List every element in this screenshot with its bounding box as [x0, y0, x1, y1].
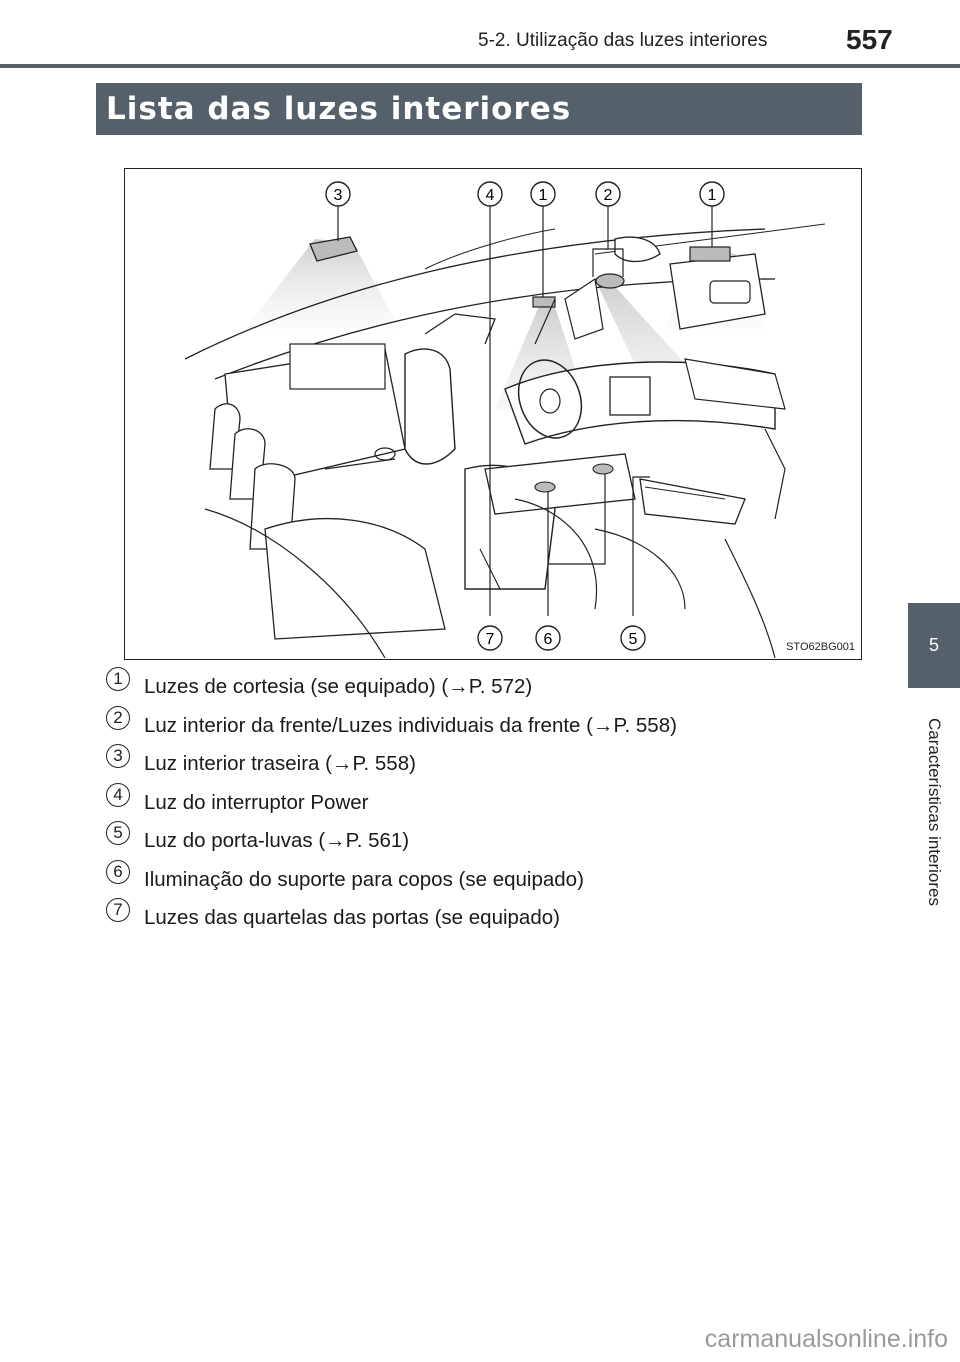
- item-text: Luzes de cortesia (se equipado) (→P. 572…: [144, 675, 533, 699]
- chapter-tab: 5: [908, 603, 960, 688]
- car-interior-drawing: 3 4 1 2 1 7 6 5: [184, 181, 826, 658]
- item-number: 6: [106, 859, 130, 884]
- item-number: 7: [106, 898, 130, 923]
- item-number: 2: [106, 705, 130, 730]
- chapter-title: Características interiores: [925, 717, 944, 907]
- list-item: 6 Iluminação do suporte para copos (se e…: [106, 859, 886, 900]
- callout-3: 3: [325, 181, 351, 207]
- courtesy-light-right: [689, 246, 731, 262]
- svg-text:7: 7: [486, 631, 495, 648]
- svg-text:4: 4: [486, 187, 495, 204]
- list-item: 7 Luzes das quartelas das portas (se equ…: [106, 898, 886, 938]
- callout-1-left: 1: [530, 181, 556, 207]
- svg-text:1: 1: [708, 187, 717, 204]
- list-item: 2 Luz interior da frente/Luzes individua…: [106, 705, 886, 746]
- front-interior-light: [595, 273, 625, 289]
- item-text: Luz do interruptor Power: [144, 790, 369, 814]
- item-number: 1: [106, 667, 130, 692]
- svg-text:6: 6: [544, 631, 553, 648]
- item-text: Luz interior da frente/Luzes individuais…: [144, 713, 677, 737]
- callout-1-right: 1: [699, 181, 725, 207]
- cupholder-light-1: [534, 481, 556, 493]
- page-number: 557: [846, 24, 893, 55]
- item-text: Luz interior traseira (→P. 558): [144, 752, 416, 776]
- item-number: 3: [106, 744, 130, 769]
- courtesy-light-left: [532, 296, 556, 308]
- callout-4: 4: [477, 181, 503, 207]
- list-item: 1 Luzes de cortesia (se equipado) (→P. 5…: [106, 667, 886, 707]
- item-text: Iluminação do suporte para copos (se equ…: [144, 867, 584, 891]
- callout-7: 7: [477, 625, 503, 651]
- callout-6: 6: [535, 625, 561, 651]
- svg-text:3: 3: [334, 187, 343, 204]
- cupholder-light-2: [592, 463, 614, 475]
- list-item: 3 Luz interior traseira (→P. 558): [106, 744, 886, 784]
- section-title: Lista das luzes interiores: [96, 83, 862, 135]
- callout-5: 5: [620, 625, 646, 651]
- header-divider: [0, 64, 960, 68]
- chapter-number: 5: [928, 635, 939, 655]
- item-text: Luz do porta-luvas (→P. 561): [144, 829, 410, 853]
- watermark: carmanualsonline.info: [704, 1325, 948, 1353]
- list-item: 4 Luz do interruptor Power: [106, 782, 886, 823]
- svg-text:2: 2: [604, 187, 613, 204]
- light-list: 1 Luzes de cortesia (se equipado) (→P. 5…: [106, 667, 886, 938]
- interior-lights-illustration: 3 4 1 2 1 7 6 5 STO62BG001: [124, 168, 862, 660]
- rear-light-beam: [245, 239, 400, 329]
- item-number: 5: [106, 821, 130, 846]
- figure-code: STO62BG001: [786, 641, 855, 653]
- callout-2: 2: [595, 181, 621, 207]
- rear-dome-light: [309, 236, 358, 262]
- glove-box: [639, 478, 746, 525]
- item-text: Luzes das quartelas das portas (se equip…: [144, 906, 560, 930]
- list-item: 5 Luz do porta-luvas (→P. 561): [106, 821, 886, 861]
- svg-text:5: 5: [629, 631, 638, 648]
- running-header-section: 5-2. Utilização das luzes interiores: [478, 30, 768, 51]
- svg-text:1: 1: [539, 187, 548, 204]
- item-number: 4: [106, 782, 130, 807]
